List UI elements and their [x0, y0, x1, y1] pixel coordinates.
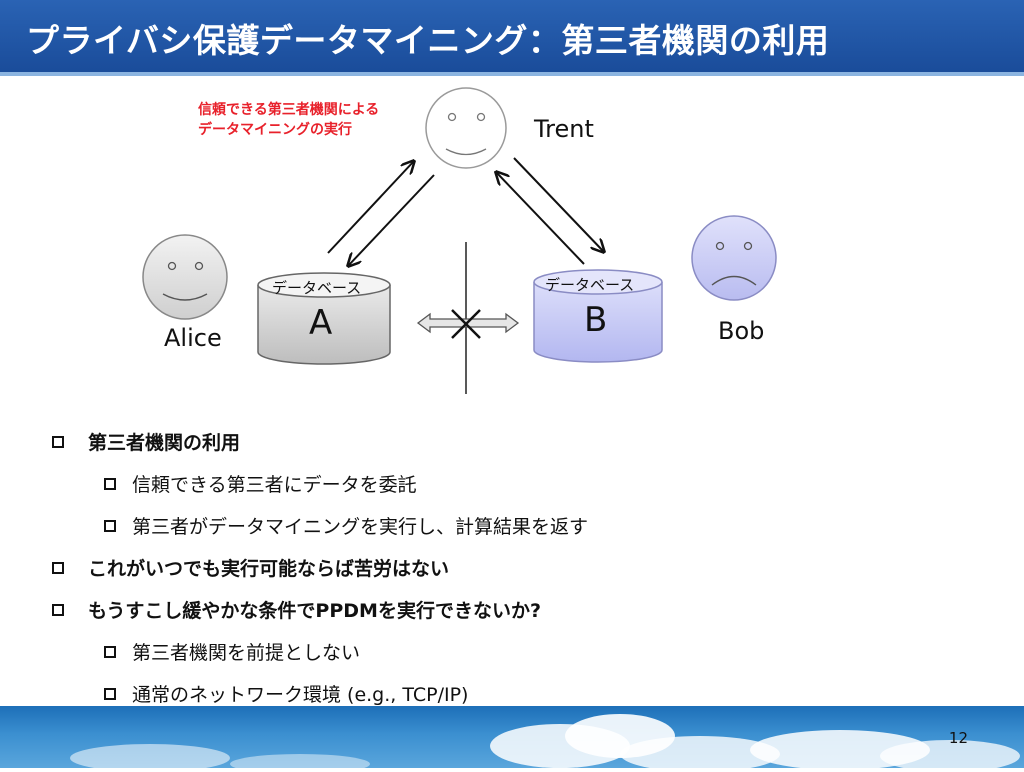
bullet-item: 通常のネットワーク環境 (e.g., TCP/IP)	[132, 684, 469, 706]
bullet-item: これがいつでも実行可能ならば苦労はない	[88, 558, 450, 580]
bullet-square-icon	[52, 604, 64, 616]
database-b-icon	[533, 269, 663, 363]
bullet-item: 信頼できる第三者にデータを委託	[132, 474, 417, 496]
bullet-square-icon	[104, 688, 116, 700]
diagram	[142, 87, 777, 394]
alice-label: Alice	[164, 324, 222, 352]
db-b-letter: B	[584, 300, 608, 340]
trent-label: Trent	[534, 115, 594, 143]
db-a-letter: A	[309, 303, 333, 343]
trent-note: 信頼できる第三者機関による データマイニングの実行	[198, 100, 379, 140]
arrow-a-to-trent	[327, 161, 414, 254]
cross-mark-icon	[451, 309, 481, 339]
bullet-square-icon	[52, 562, 64, 574]
bullet-item: 第三者機関の利用	[88, 432, 241, 454]
slide-title: プライバシ保護データマイニング：第三者機関の利用	[26, 21, 830, 60]
alice-smiley-icon	[142, 234, 228, 320]
bullet-square-icon	[104, 646, 116, 658]
arrow-trent-to-a	[348, 174, 435, 266]
bullet-square-icon	[52, 436, 64, 448]
title-bar: プライバシ保護データマイニング：第三者機関の利用	[0, 0, 1024, 72]
db-a-caption: データベース	[272, 279, 362, 297]
db-b-caption: データベース	[545, 276, 635, 294]
sky-footer	[0, 706, 1024, 772]
database-a-icon	[257, 272, 391, 365]
bullet-square-icon	[104, 478, 116, 490]
bullet-item: 第三者機関を前提としない	[132, 642, 361, 664]
bob-frowny-icon	[691, 215, 777, 301]
bullet-item: 第三者がデータマイニングを実行し、計算結果を返す	[132, 516, 589, 538]
title-underline	[0, 72, 1024, 76]
arrow-trent-to-b	[513, 157, 604, 252]
arrow-b-to-trent	[496, 172, 585, 265]
bob-label: Bob	[718, 317, 765, 345]
bullet-item: もうすこし緩やかな条件でPPDMを実行できないか?	[88, 600, 541, 622]
trent-smiley-icon	[425, 87, 507, 169]
page-number: 12	[948, 729, 968, 747]
bullet-square-icon	[104, 520, 116, 532]
clouds-image	[70, 714, 1020, 772]
trent-note-line1: 信頼できる第三者機関による	[198, 102, 380, 118]
trent-note-line2: データマイニングの実行	[198, 122, 352, 138]
